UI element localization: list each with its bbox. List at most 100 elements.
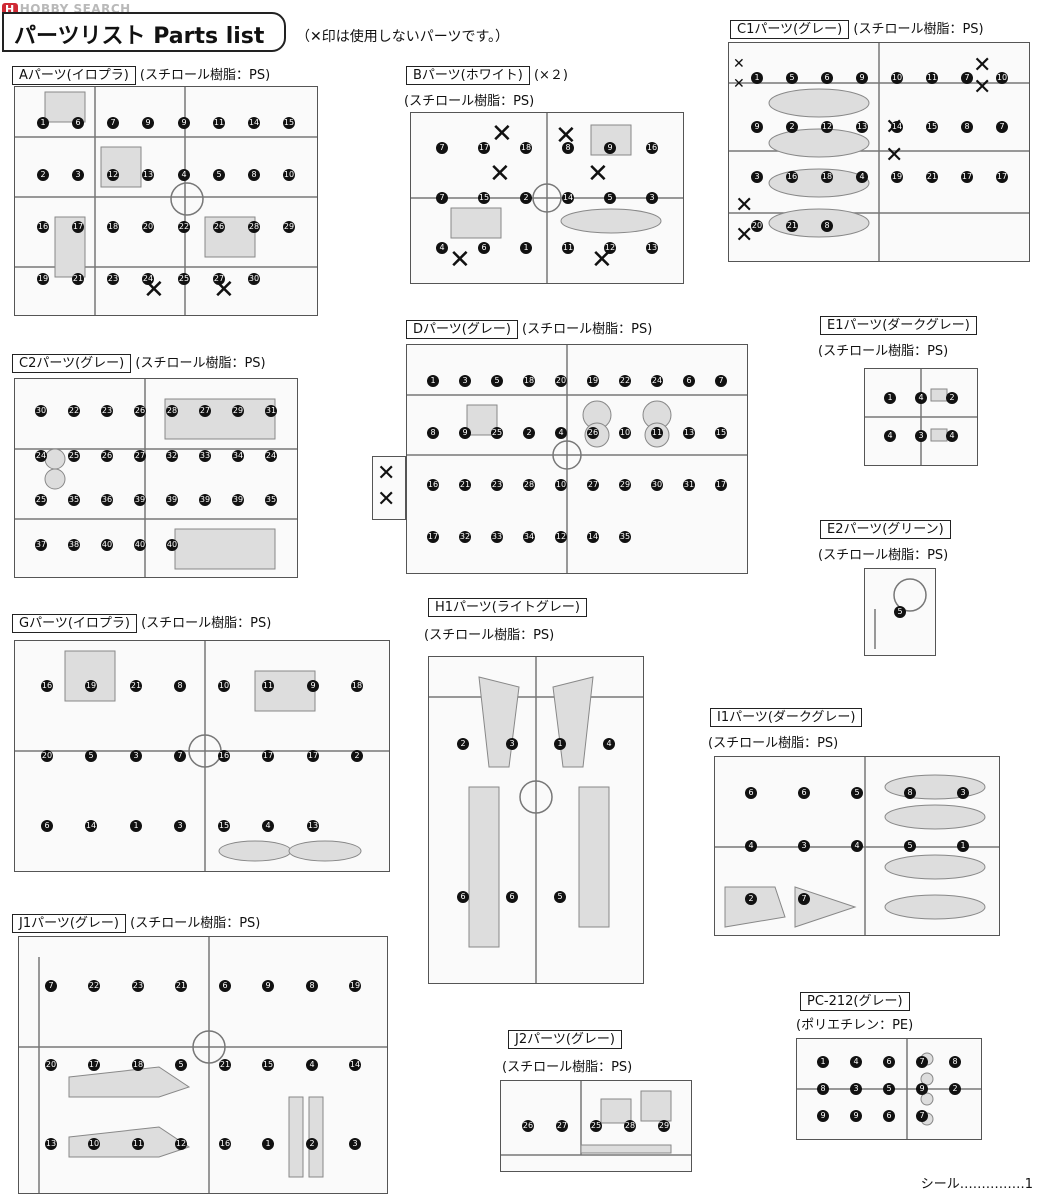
part-number-badge: 12 xyxy=(604,242,616,254)
title-frame xyxy=(2,12,286,52)
part-number-badge: 20 xyxy=(555,375,567,387)
part-number-badge: 2 xyxy=(457,738,469,750)
runner-g-label: Gパーツ(イロプラ) (スチロール樹脂：PS) xyxy=(12,612,271,633)
part-number-badge: 29 xyxy=(232,405,244,417)
part-number-badge: 9 xyxy=(604,142,616,154)
part-number-badge: 26 xyxy=(134,405,146,417)
part-number-badge: 22 xyxy=(619,375,631,387)
part-number-badge: 8 xyxy=(904,787,916,799)
runner-i1-sprue xyxy=(715,757,999,935)
unused-mark-icon: ✕ xyxy=(973,75,992,100)
runner-h1-sprue xyxy=(429,657,643,983)
part-number-badge: 30 xyxy=(248,273,260,285)
part-number-badge: 21 xyxy=(786,220,798,232)
part-number-badge: 9 xyxy=(850,1110,862,1122)
part-number-badge: 3 xyxy=(72,169,84,181)
part-number-badge: 14 xyxy=(562,192,574,204)
part-number-badge: 16 xyxy=(37,221,49,233)
runner-pc-material: (ポリエチレン：PE) xyxy=(796,1018,914,1033)
part-number-badge: 9 xyxy=(916,1083,928,1095)
part-number-badge: 6 xyxy=(798,787,810,799)
part-number-badge: 3 xyxy=(130,750,142,762)
part-number-badge: 17 xyxy=(715,479,727,491)
part-number-badge: 3 xyxy=(174,820,186,832)
part-number-badge: 12 xyxy=(555,531,567,543)
part-number-badge: 6 xyxy=(219,980,231,992)
part-number-badge: 24 xyxy=(142,273,154,285)
part-number-badge: 10 xyxy=(88,1138,100,1150)
part-number-badge: 1 xyxy=(751,72,763,84)
part-number-badge: 34 xyxy=(523,531,535,543)
part-number-badge: 17 xyxy=(996,171,1008,183)
runner-pc-label: PC-212(グレー) xyxy=(800,990,910,1011)
part-number-badge: 28 xyxy=(248,221,260,233)
part-number-badge: 12 xyxy=(175,1138,187,1150)
part-number-badge: 6 xyxy=(506,891,518,903)
part-number-badge: 7 xyxy=(961,72,973,84)
part-number-badge: 39 xyxy=(232,494,244,506)
part-number-badge: 20 xyxy=(142,221,154,233)
part-number-badge: 32 xyxy=(166,450,178,462)
part-number-badge: 33 xyxy=(199,450,211,462)
part-number-badge: 16 xyxy=(646,142,658,154)
part-number-badge: 6 xyxy=(883,1110,895,1122)
part-number-badge: 1 xyxy=(884,392,896,404)
unused-mark-icon: ✕ xyxy=(587,159,609,189)
runner-h1-label: H1パーツ(ライトグレー) xyxy=(428,596,587,617)
part-number-badge: 22 xyxy=(68,405,80,417)
unused-mark-icon: ✕ xyxy=(377,461,396,486)
runner-j2-label: J2パーツ(グレー) xyxy=(508,1028,622,1049)
part-number-badge: 8 xyxy=(248,169,260,181)
part-number-badge: 7 xyxy=(916,1110,928,1122)
part-number-badge: 13 xyxy=(683,427,695,439)
part-number-badge: 27 xyxy=(134,450,146,462)
part-number-badge: 16 xyxy=(786,171,798,183)
part-number-badge: 17 xyxy=(478,142,490,154)
part-number-badge: 8 xyxy=(306,980,318,992)
part-number-badge: 11 xyxy=(926,72,938,84)
part-number-badge: 11 xyxy=(213,117,225,129)
part-number-badge: 10 xyxy=(619,427,631,439)
sticker-count: シール……………1 xyxy=(920,1177,1033,1192)
part-number-badge: 3 xyxy=(646,192,658,204)
part-number-badge: 4 xyxy=(884,430,896,442)
part-number-badge: 30 xyxy=(35,405,47,417)
part-number-badge: 3 xyxy=(506,738,518,750)
part-number-badge: 14 xyxy=(349,1059,361,1071)
part-number-badge: 16 xyxy=(427,479,439,491)
runner-d-sprue xyxy=(407,345,747,573)
part-number-badge: 25 xyxy=(590,1120,602,1132)
part-number-badge: 10 xyxy=(996,72,1008,84)
part-number-badge: 4 xyxy=(851,840,863,852)
part-number-badge: 2 xyxy=(520,192,532,204)
part-number-badge: 11 xyxy=(562,242,574,254)
runner-b-label: Bパーツ(ホワイト) (×２) xyxy=(406,64,568,85)
part-number-badge: 7 xyxy=(798,893,810,905)
part-number-badge: 40 xyxy=(166,539,178,551)
part-number-badge: 24 xyxy=(265,450,277,462)
part-number-badge: 18 xyxy=(523,375,535,387)
part-number-badge: 12 xyxy=(107,169,119,181)
part-number-badge: 10 xyxy=(555,479,567,491)
part-number-badge: 7 xyxy=(996,121,1008,133)
part-number-badge: 18 xyxy=(132,1059,144,1071)
runner-j1-sprue xyxy=(19,937,387,1193)
runner-j2-material: (スチロール樹脂：PS) xyxy=(502,1060,633,1075)
part-number-badge: 25 xyxy=(68,450,80,462)
part-number-badge: 10 xyxy=(218,680,230,692)
part-number-badge: 3 xyxy=(349,1138,361,1150)
runner-e2-label: E2パーツ(グリーン) xyxy=(820,518,951,539)
part-number-badge: 7 xyxy=(436,192,448,204)
part-number-badge: 19 xyxy=(85,680,97,692)
part-number-badge: 29 xyxy=(283,221,295,233)
part-number-badge: 23 xyxy=(491,479,503,491)
part-number-badge: 5 xyxy=(786,72,798,84)
part-number-badge: 2 xyxy=(306,1138,318,1150)
part-number-badge: 19 xyxy=(37,273,49,285)
unused-mark-icon: ✕ xyxy=(735,193,754,218)
runner-j1-label: J1パーツ(グレー) (スチロール樹脂：PS) xyxy=(12,912,260,933)
